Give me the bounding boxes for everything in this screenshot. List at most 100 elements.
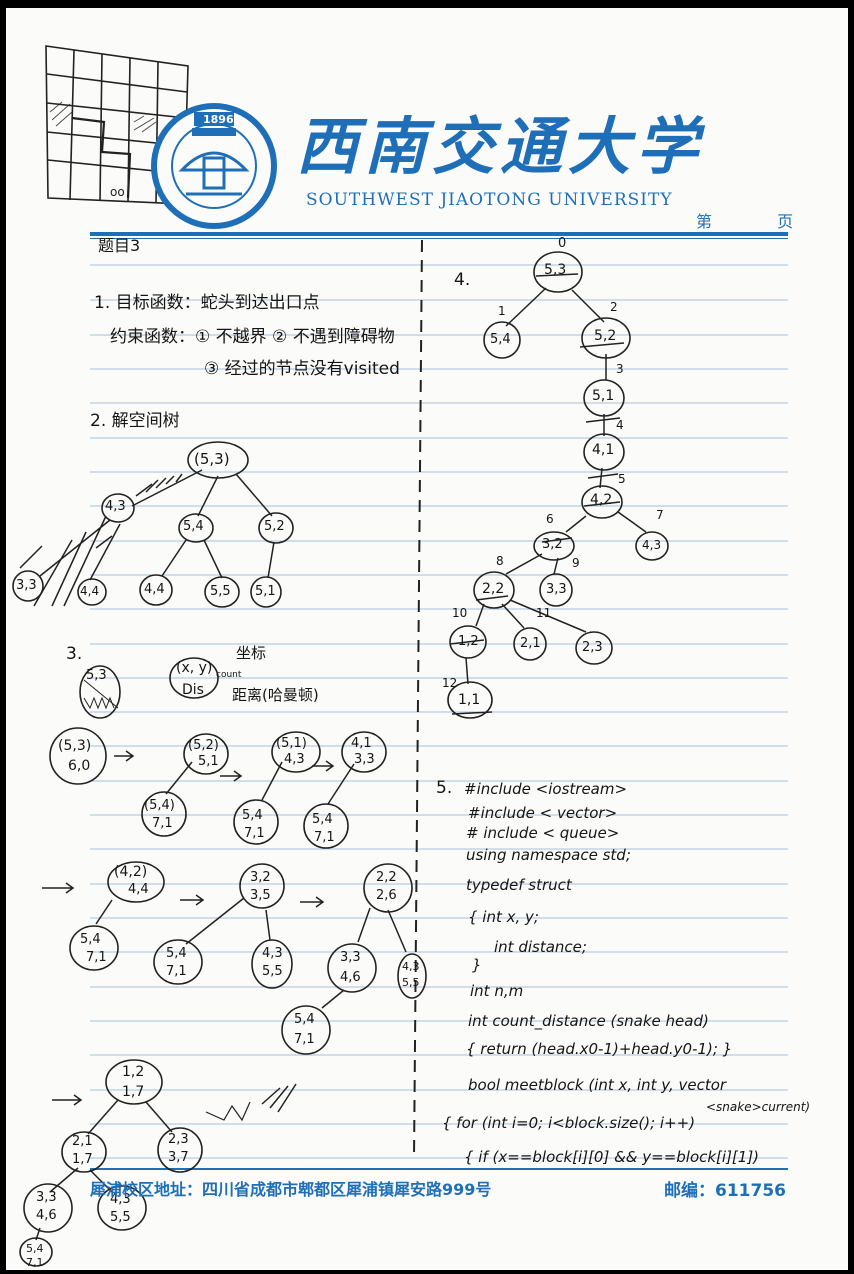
page-rules: oo 1896 <box>12 45 788 1267</box>
tree3-node-dist: 1,7 <box>72 1152 93 1167</box>
tree4-node: 4,3 <box>642 538 662 552</box>
tree3-node-dist: 6,0 <box>68 758 91 774</box>
tree4-step: 3 <box>616 362 624 376</box>
tree4-step: 12 <box>442 676 458 690</box>
tree4-step: 1 <box>498 304 506 318</box>
legend-dist-note: 距离(哈曼顿) <box>232 686 319 704</box>
tree3-node-coord: (5,1) <box>276 736 307 751</box>
legend-coord-note: 坐标 <box>236 644 267 662</box>
tree3-node-dist: 7,1 <box>152 816 173 831</box>
tree2-node: 5,4 <box>183 519 204 534</box>
tree2-node: 5,5 <box>210 584 231 599</box>
tree3-node-dist: 5,5 <box>262 964 283 979</box>
tree2-node: 4,4 <box>80 584 100 598</box>
tree3-node-coord: 5,4 <box>80 932 101 947</box>
tree3-node-dist: 3,3 <box>354 752 375 767</box>
tree3-node-coord: 2,3 <box>168 1132 189 1147</box>
code-line: bool meetblock (int x, int y, vector <box>468 1076 727 1094</box>
tree2-node: 4,4 <box>144 582 165 597</box>
notebook-page: oo 1896 <box>6 8 848 1270</box>
tree3-node-dist: 7,1 <box>314 830 335 845</box>
tree4-node: 3,3 <box>546 582 567 597</box>
tree2-node: 5,2 <box>264 519 285 534</box>
code-line: { int x, y; <box>468 908 539 926</box>
section-3-heading: 3. <box>66 644 83 664</box>
tree4-node: 5,3 <box>544 262 567 278</box>
tree4-step: 11 <box>536 606 552 620</box>
tree3-node-coord: 5,4 <box>312 812 333 827</box>
tree4-node: 3,2 <box>542 537 563 552</box>
code-line: { if (x==block[i][0] && y==block[i][1]) <box>464 1148 760 1166</box>
svg-text:1896: 1896 <box>203 113 234 126</box>
tree4-step: 7 <box>656 508 664 522</box>
tree4-node: 5,1 <box>592 388 615 404</box>
tree4-step: 5 <box>618 472 626 486</box>
constraint-function: 约束函数：① 不越界 ② 不遇到障碍物 <box>110 327 395 347</box>
tree3-node-coord: 4,1 <box>351 736 372 751</box>
tree3-node-dist: 5,5 <box>110 1210 131 1225</box>
page-number-label: 第 页 <box>696 212 824 231</box>
tree3-node-dist: 4,6 <box>340 970 361 985</box>
tree3-node-dist: 5,1 <box>198 754 219 769</box>
university-seal-icon: 1896 <box>151 103 277 229</box>
tree3-node-coord: 5,4 <box>166 946 187 961</box>
tree4-step: 6 <box>546 512 554 526</box>
tree3-node-dist: 4,6 <box>36 1208 57 1223</box>
tree3-node-dist: 1,7 <box>122 1084 145 1100</box>
tree4-step: 2 <box>610 300 618 314</box>
code-line: #include <iostream> <box>464 780 628 798</box>
tree4-node: 4,1 <box>592 442 615 458</box>
legend-coordinates: (x, y) <box>176 660 213 676</box>
crossed-node-label: 5,3 <box>86 668 107 683</box>
code-line: int count_distance (snake head) <box>468 1012 709 1030</box>
tree4-node: 4,2 <box>590 492 613 508</box>
tree3-node-dist: 2,6 <box>376 888 397 903</box>
tree4-step: 4 <box>616 418 624 432</box>
tree3-node-dist: 5,5 <box>402 976 420 989</box>
tree3-node-coord: 4,3 <box>262 946 283 961</box>
university-name-en: SOUTHWEST JIAOTONG UNIVERSITY <box>306 190 673 210</box>
tree4-step: 9 <box>572 556 580 570</box>
tree2-node: 5,1 <box>255 584 276 599</box>
code-line: #include < vector> <box>468 804 618 822</box>
tree4-node: 5,4 <box>490 332 511 347</box>
section-4-heading: 4. <box>454 270 471 290</box>
tree3-node-coord: 1,2 <box>122 1064 145 1080</box>
tree3-node-dist: 3,7 <box>168 1150 189 1165</box>
tree4-step: 8 <box>496 554 504 568</box>
tree3-node-dist: 7,1 <box>166 964 187 979</box>
tree3-node-coord: 2,1 <box>72 1134 93 1149</box>
tree4-step: 10 <box>452 606 468 620</box>
tree4-step: 0 <box>558 236 567 251</box>
code-line: # include < queue> <box>466 824 620 842</box>
university-name-cn: 西南交通大学 <box>296 110 705 183</box>
problem-title: 题目3 <box>98 236 141 255</box>
constraint-visited: ③ 经过的节点没有visited <box>204 359 400 379</box>
tree3-node-coord: (5,3) <box>58 738 92 754</box>
tree3-node-coord: 4,3 <box>402 960 420 973</box>
tree3-node-dist: 7,1 <box>86 950 107 965</box>
tree4-node: 5,2 <box>594 328 617 344</box>
tree4-node: 1,2 <box>458 634 479 649</box>
tree3-node-coord: 4,3 <box>110 1192 131 1207</box>
tree3-node-dist: 4,3 <box>284 752 305 767</box>
tree3-node-coord: 5,4 <box>242 808 263 823</box>
tree3-node-coord: 3,3 <box>36 1190 57 1205</box>
solution-space-heading: 2. 解空间树 <box>90 411 180 431</box>
tree2-node: (5,3) <box>194 450 230 468</box>
tree3-node-coord: (4,2) <box>114 864 148 880</box>
tree4-node: 2,2 <box>482 581 505 597</box>
tree3-node-coord: 3,3 <box>340 950 361 965</box>
tree4-node: 2,3 <box>582 640 603 655</box>
tree3-node-coord: (5,4) <box>144 798 175 813</box>
tree3-node-coord: 5,4 <box>26 1242 44 1255</box>
tree3-node-coord: 5,4 <box>294 1012 315 1027</box>
footer-zipcode: 邮编：611756 <box>664 1181 786 1201</box>
code-line: typedef struct <box>466 876 572 894</box>
tree3-node-dist: 4,4 <box>128 882 149 897</box>
code-line: int n,m <box>470 982 524 1000</box>
code-line: { return (head.x0-1)+head.y0-1); } <box>466 1040 733 1058</box>
legend-distance: Dis <box>182 682 204 698</box>
tree2-node: 4,3 <box>105 499 126 514</box>
code-line: int distance; <box>494 938 587 956</box>
